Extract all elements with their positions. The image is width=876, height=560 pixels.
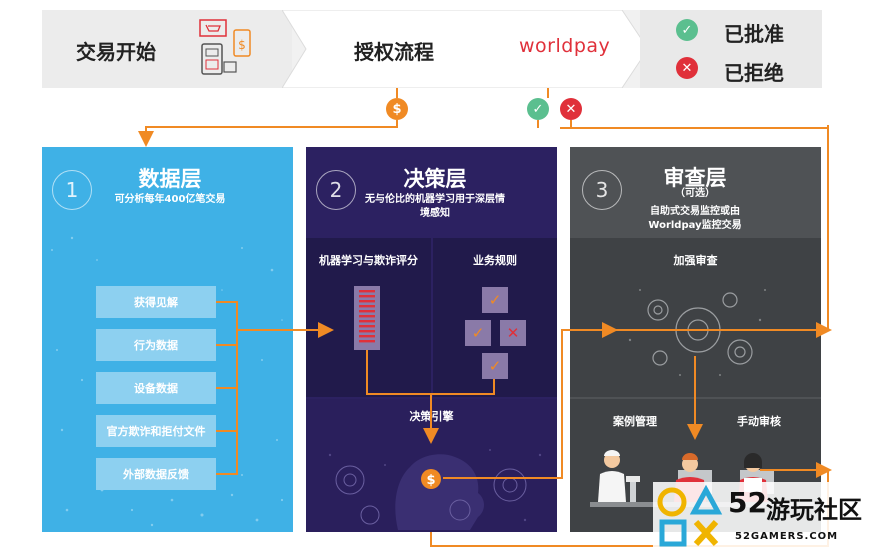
rule-x-icon: ✕ — [500, 320, 526, 346]
review-layer-optional: （可选） — [675, 188, 715, 199]
review-layer-title: 审查层 — [663, 166, 727, 190]
svg-text:$: $ — [238, 38, 246, 52]
approved-marker-icon: ✓ — [527, 98, 549, 120]
data-item-fraud-files: 官方欺诈和拒付文件 — [96, 415, 216, 447]
declined-marker-icon: ✕ — [560, 98, 582, 120]
watermark-badge — [653, 482, 876, 554]
data-item-behavior: 行为数据 — [96, 329, 216, 361]
step-number-2: 2 — [316, 170, 356, 210]
rule-check-icon: ✓ — [482, 353, 508, 379]
svg-text:$: $ — [426, 473, 435, 488]
ml-scoring-label: 机器学习与欺诈评分 — [319, 254, 418, 267]
decision-layer-subtitle: 无与伦比的机器学习用于深层情境感知 — [365, 194, 505, 219]
worldpay-logo: worldpay — [519, 35, 611, 57]
approved-label: 已批准 — [724, 22, 784, 46]
data-item-device: 设备数据 — [96, 372, 216, 404]
review-layer-subtitle: 自助式交易监控或由Worldpay监控交易 — [648, 206, 742, 231]
watermark-url: 52GAMERS.COM — [735, 531, 839, 542]
payment-terminal-icon: $ — [196, 16, 266, 84]
decision-layer-title: 决策层 — [403, 167, 467, 191]
case-management-label: 案例管理 — [613, 415, 657, 428]
gamepad-logo-icon — [656, 484, 724, 554]
declined-x-icon: ✕ — [676, 57, 698, 79]
brain-engine-icon: $ — [310, 425, 555, 534]
step-number-1: 1 — [52, 170, 92, 210]
watermark-text: 游玩社区 — [766, 496, 862, 524]
declined-label: 已拒绝 — [724, 61, 784, 85]
rule-check-icon: ✓ — [482, 287, 508, 313]
score-meter-icon — [354, 286, 380, 354]
rule-check-icon: ✓ — [465, 320, 491, 346]
dollar-marker-icon: $ — [386, 98, 408, 120]
status-block — [640, 10, 822, 88]
step-number-3: 3 — [582, 170, 622, 210]
data-item-external-feed: 外部数据反馈 — [96, 458, 216, 490]
business-rules-label: 业务规则 — [473, 254, 517, 267]
data-layer-title: 数据层 — [138, 167, 202, 191]
data-item-insights: 获得见解 — [96, 286, 216, 318]
authorization-chevron — [281, 9, 652, 92]
authorization-label: 授权流程 — [354, 40, 434, 64]
manual-review-label: 手动审核 — [737, 415, 781, 428]
data-layer-subtitle: 可分析每年400亿笔交易 — [114, 194, 226, 205]
transaction-start-label: 交易开始 — [76, 40, 156, 64]
approved-check-icon: ✓ — [676, 19, 698, 41]
enhanced-review-label: 加强审查 — [673, 254, 718, 267]
watermark-number: 52 — [728, 486, 767, 519]
